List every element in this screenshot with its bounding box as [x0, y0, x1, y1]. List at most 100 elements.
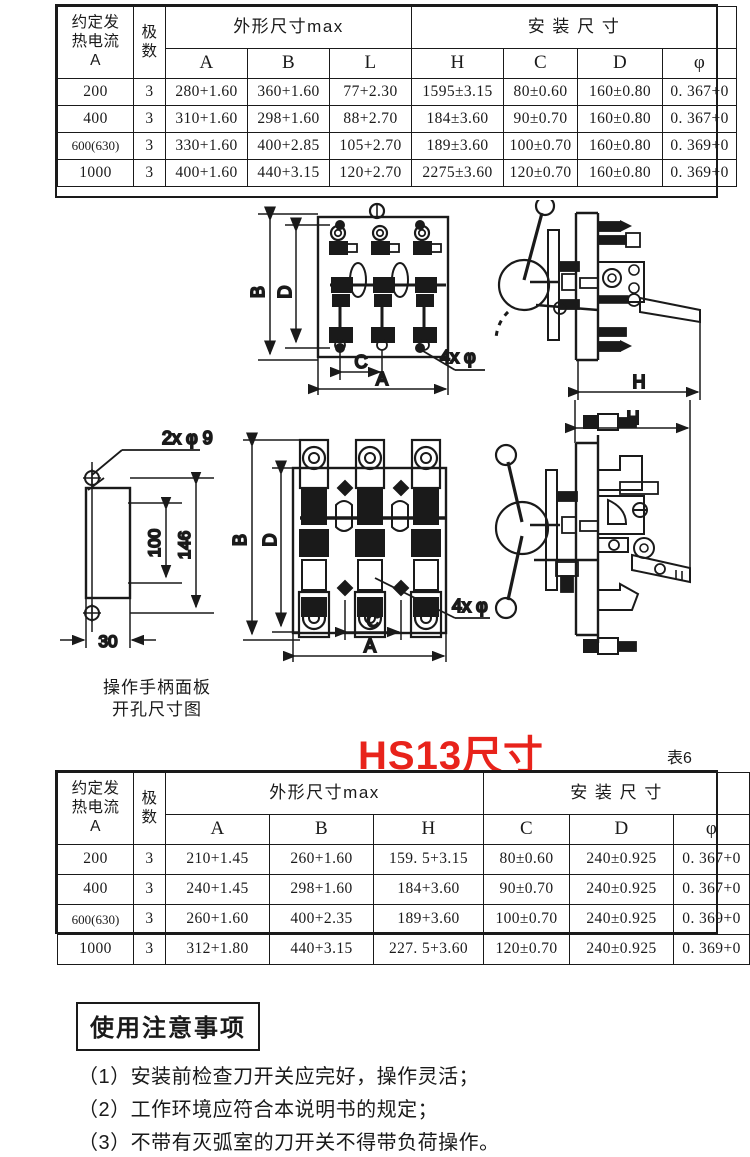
dim-label-B: B	[248, 286, 268, 298]
cell-C: 100±0.70	[503, 132, 579, 160]
dim-label-B-mid: B	[230, 534, 250, 546]
cell-phi: 0. 367+0	[662, 105, 738, 133]
th2-rated-current: 约定发 热电流 A	[57, 772, 134, 845]
table1-header-row-1: 约定发 热电流 A 极 数 外形尺寸max 安 装 尺 寸	[57, 6, 738, 79]
th-col-D: D	[577, 48, 664, 79]
th2-group-install: 安 装 尺 寸	[483, 772, 750, 815]
cell-B: 298+1.60	[269, 874, 374, 905]
cell-H: 184+3.60	[372, 874, 485, 905]
cell-current: 600(630)	[57, 904, 134, 935]
dimension-A-top	[308, 352, 449, 395]
table-row: 1000 3 400+1.60 440+3.15 120+2.70 2275±3…	[57, 159, 738, 187]
panel-dim-146: 146	[175, 531, 194, 559]
cell-C: 120±0.70	[483, 934, 571, 965]
cell-D: 160±0.80	[577, 78, 664, 106]
cell-phi: 0. 369+0	[673, 904, 750, 935]
dimension-H-middle	[565, 400, 691, 568]
cell-poles: 3	[133, 132, 166, 160]
th-col-B: B	[247, 48, 330, 79]
th-col-phi: φ	[662, 48, 738, 79]
cell-B: 440+3.15	[269, 934, 374, 965]
cell-A: 210+1.45	[165, 844, 270, 875]
cell-L: 120+2.70	[328, 159, 413, 187]
cell-A: 240+1.45	[165, 874, 270, 905]
side-view-middle	[494, 413, 691, 655]
cell-B: 400+2.85	[247, 132, 330, 160]
dimension-B-top	[258, 206, 318, 361]
dim-label-H-middle: H	[627, 408, 640, 428]
dimension-C-top	[330, 350, 383, 380]
cell-poles: 3	[133, 934, 166, 965]
cell-current: 400	[57, 105, 134, 133]
table-row: 600(630) 3 260+1.60 400+2.35 189+3.60 10…	[57, 904, 750, 935]
th2-col-B: B	[269, 814, 374, 845]
cell-H: 227. 5+3.60	[372, 934, 485, 965]
cell-C: 120±0.70	[503, 159, 579, 187]
table-row: 200 3 280+1.60 360+1.60 77+2.30 1595±3.1…	[57, 78, 738, 106]
th2-group-outline: 外形尺寸max	[164, 772, 485, 815]
cell-H: 189±3.60	[411, 132, 505, 160]
cell-C: 80±0.60	[483, 844, 571, 875]
th-col-A: A	[165, 48, 248, 79]
cell-poles: 3	[133, 904, 166, 935]
th2-col-phi: φ	[673, 814, 750, 845]
hole-callout-top	[417, 347, 485, 371]
cell-A: 312+1.80	[165, 934, 270, 965]
th-rated-current: 约定发 热电流 A	[57, 6, 134, 79]
table-row: 400 3 240+1.45 298+1.60 184+3.60 90±0.70…	[57, 874, 750, 905]
table-number-label: 表6	[667, 750, 692, 767]
cell-D: 160±0.80	[577, 159, 664, 187]
cell-phi: 0. 367+0	[673, 844, 750, 875]
usage-note-1: （1）安装前检查刀开关应完好，操作灵活；	[78, 1066, 480, 1088]
cell-H: 159. 5+3.15	[372, 844, 485, 875]
th-col-H: H	[411, 48, 505, 79]
table1-header-row-2: A B L H C D φ	[58, 48, 738, 79]
hole-callout-label-middle: 4x φ	[452, 596, 488, 616]
th-group-outline: 外形尺寸max	[164, 6, 413, 49]
dimension-D-middle	[272, 460, 300, 633]
handle-panel-drawing	[60, 449, 214, 648]
dim-label-A: A	[376, 369, 388, 389]
dim-label-C: C	[355, 352, 368, 372]
dimension-B-middle	[243, 432, 300, 641]
cell-H: 189+3.60	[372, 904, 485, 935]
cell-poles: 3	[133, 874, 166, 905]
table-row: 400 3 310+1.60 298+1.60 88+2.70 184±3.60…	[57, 105, 738, 133]
panel-dim-30: 30	[99, 632, 118, 651]
cell-H: 184±3.60	[411, 105, 505, 133]
cell-A: 260+1.60	[165, 904, 270, 935]
dimension-H-top	[568, 322, 701, 400]
cell-phi: 0. 367+0	[673, 874, 750, 905]
cell-A: 400+1.60	[165, 159, 248, 187]
cell-current: 1000	[57, 159, 134, 187]
table2-header-row-2: A B H C D φ	[58, 814, 750, 845]
th-col-L: L	[328, 48, 413, 79]
cell-poles: 3	[133, 844, 166, 875]
dimensions-table-2: 约定发 热电流 A 极 数 外形尺寸max 安 装 尺 寸 A B H C D …	[57, 772, 750, 965]
usage-note-2: （2）工作环境应符合本说明书的规定；	[78, 1099, 439, 1121]
panel-caption-line2: 开孔尺寸图	[112, 700, 202, 720]
cell-current: 200	[57, 78, 134, 106]
cell-poles: 3	[133, 78, 166, 106]
cell-phi: 0. 369+0	[662, 159, 738, 187]
cell-D: 240±0.925	[569, 904, 675, 935]
dimension-D-top	[285, 217, 330, 349]
side-view-top	[494, 200, 701, 362]
front-view-top	[316, 202, 450, 359]
panel-caption-line1: 操作手柄面板	[103, 678, 211, 697]
dimensions-table-1: 约定发 热电流 A 极 数 外形尺寸max 安 装 尺 寸 A B L H C …	[57, 6, 738, 187]
cell-D: 240±0.925	[569, 874, 675, 905]
cell-H: 1595±3.15	[411, 78, 505, 106]
hole-callout-label-top: 4x φ	[440, 347, 476, 367]
table-row: 200 3 210+1.45 260+1.60 159. 5+3.15 80±0…	[57, 844, 750, 875]
th-poles: 极 数	[133, 6, 166, 79]
cell-A: 330+1.60	[165, 132, 248, 160]
cell-B: 400+2.35	[269, 904, 374, 935]
cell-phi: 0. 367+0	[662, 78, 738, 106]
dim-label-H-top: H	[633, 372, 646, 392]
cell-L: 105+2.70	[328, 132, 413, 160]
cell-D: 240±0.925	[569, 934, 675, 965]
cell-current: 1000	[57, 934, 134, 965]
th2-col-D: D	[569, 814, 675, 845]
usage-notes-heading: 使用注意事项	[76, 1002, 260, 1051]
